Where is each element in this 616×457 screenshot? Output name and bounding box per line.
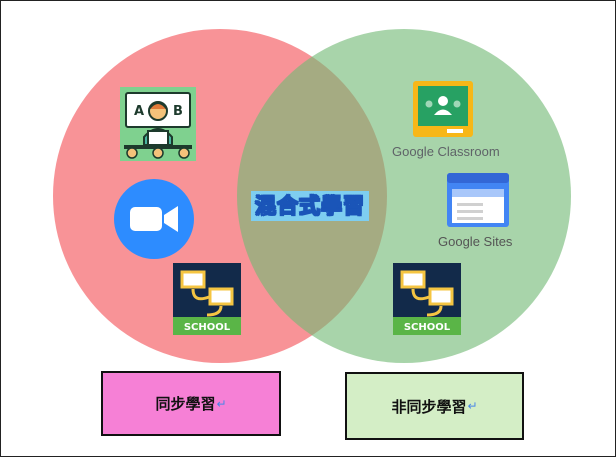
paragraph-mark-icon: ↵ [467, 399, 478, 413]
google-classroom-icon [413, 81, 473, 137]
board-letter-a: A [134, 104, 144, 119]
google-sites-label: Google Sites [438, 234, 513, 249]
zoom-video-icon [114, 179, 194, 259]
asynchronous-learning-label: 非同步學習 [391, 397, 467, 416]
blended-learning-label: 混合式學習 [251, 191, 369, 221]
google-classroom-label: Google Classroom [392, 144, 500, 159]
asynchronous-learning-box: 非同步學習↵ [345, 372, 524, 440]
synchronous-learning-box: 同步學習↵ [101, 371, 281, 436]
online-teacher-icon: A B [120, 87, 196, 161]
school-badge-text-right: SCHOOL [404, 322, 451, 333]
paragraph-mark-icon: ↵ [216, 396, 227, 411]
school-badge-text-left: SCHOOL [184, 322, 231, 333]
synchronous-learning-label: 同步學習 [155, 395, 216, 413]
google-sites-icon [447, 173, 509, 227]
school-app-icon-left: SCHOOL [173, 263, 241, 335]
school-app-icon-right: SCHOOL [393, 263, 461, 335]
board-letter-b: B [173, 104, 183, 119]
